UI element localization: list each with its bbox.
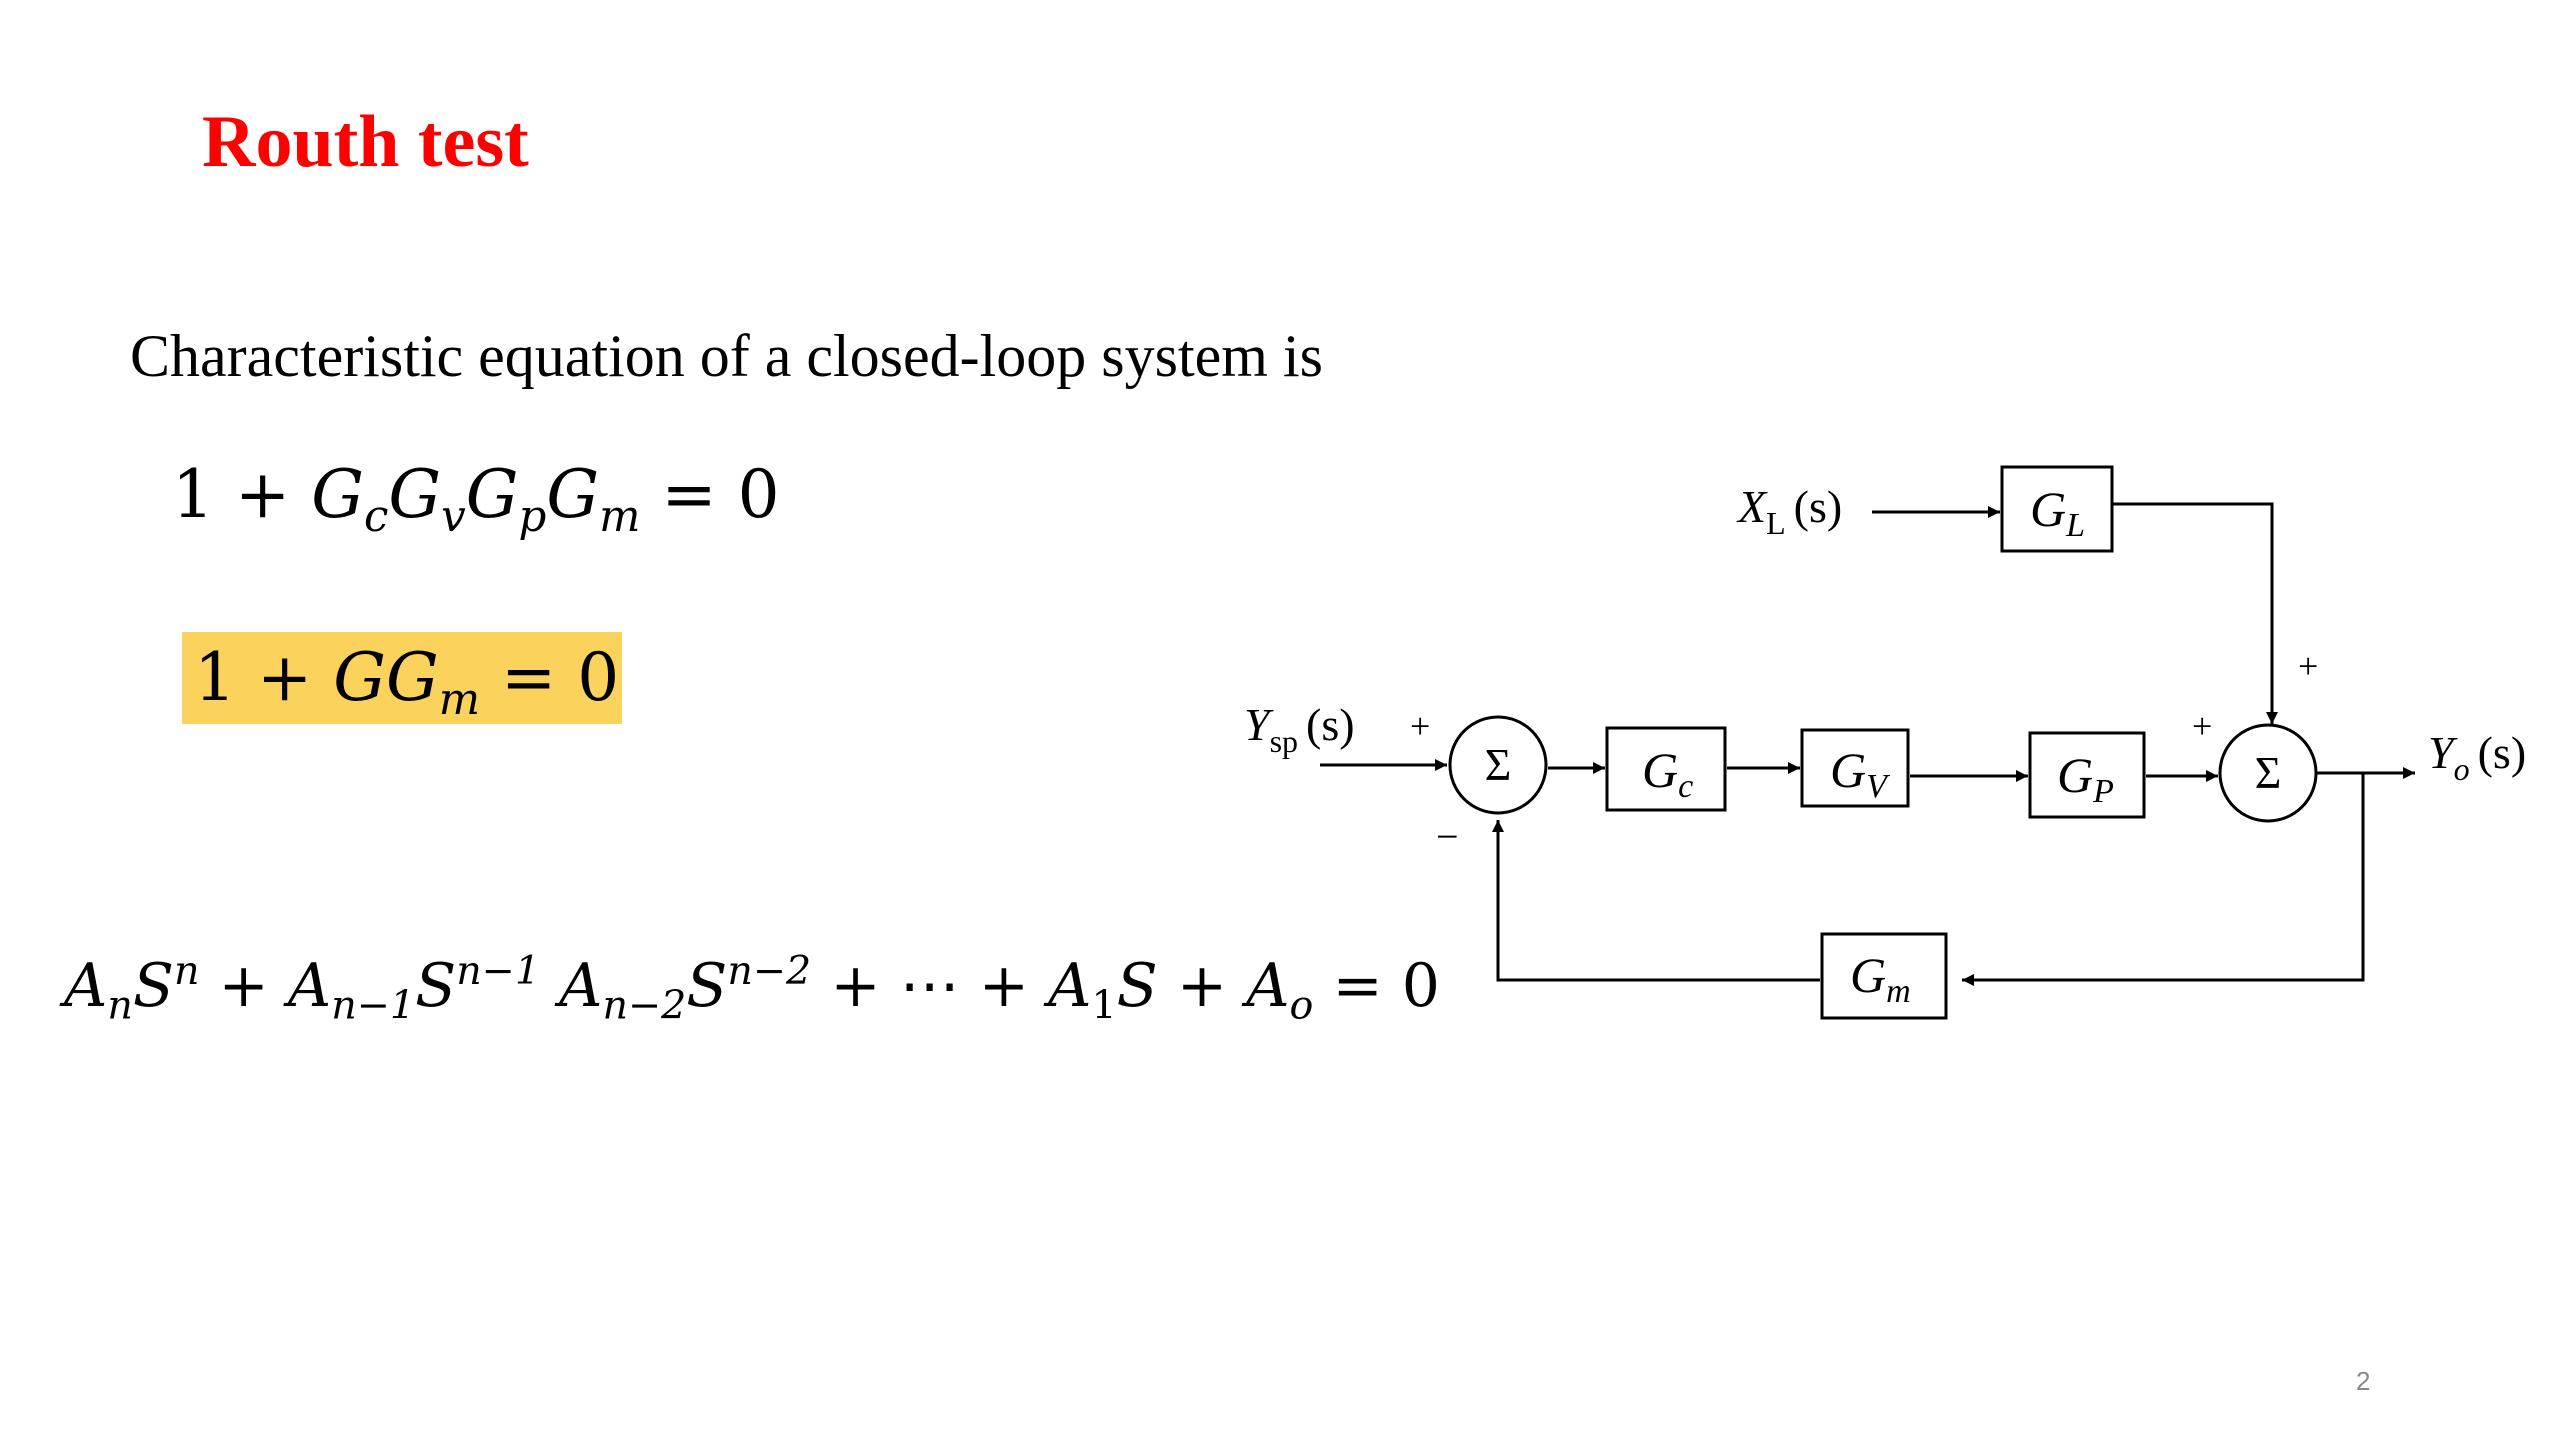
sign-setpoint-plus: + xyxy=(1410,706,1430,746)
block-gp xyxy=(2028,731,2146,819)
equation-highlight xyxy=(182,632,622,724)
block-gm xyxy=(1820,932,1948,1020)
characteristic-equation-full: 1 + GcGvGpGm = 0 xyxy=(172,456,780,542)
characteristic-polynomial: AnSn + An−1Sn−1 An−2Sn−2 + ⋯ + A1S + Ao … xyxy=(64,948,1440,1029)
label-output: Yo(s) xyxy=(2428,727,2526,787)
sigma-symbol-1: Σ xyxy=(1485,739,1512,790)
label-load: XL(s) xyxy=(1736,481,1842,541)
label-gl: GL xyxy=(2030,481,2085,544)
summing-junction-setpoint xyxy=(1448,715,1548,815)
label-gp: GP xyxy=(2057,747,2114,810)
block-gv xyxy=(1800,728,1910,808)
sign-load-plus: + xyxy=(2298,646,2318,686)
sign-process-plus: + xyxy=(2192,706,2212,746)
characteristic-equation-compact: 1 + GGm = 0 xyxy=(194,639,620,725)
sign-feedback-minus: − xyxy=(1436,814,1459,859)
sigma-symbol-2: Σ xyxy=(2255,747,2282,798)
summing-junction-output xyxy=(2218,723,2318,823)
label-gc: Gc xyxy=(1642,742,1693,805)
label-gv: GV xyxy=(1830,742,1891,805)
label-gm: Gm xyxy=(1850,947,1911,1010)
block-gl xyxy=(2000,465,2114,553)
intro-text: Characteristic equation of a closed-loop… xyxy=(130,323,1323,389)
load-path-line xyxy=(2112,502,2278,724)
label-setpoint: Ysp(s) xyxy=(1244,699,1355,759)
slide-title: Routh test xyxy=(202,101,529,183)
page-number: 2 xyxy=(2356,1366,2371,1396)
block-gc xyxy=(1605,726,1727,812)
feedback-tap-line xyxy=(1962,773,2365,986)
feedback-return-line xyxy=(1492,820,1820,982)
